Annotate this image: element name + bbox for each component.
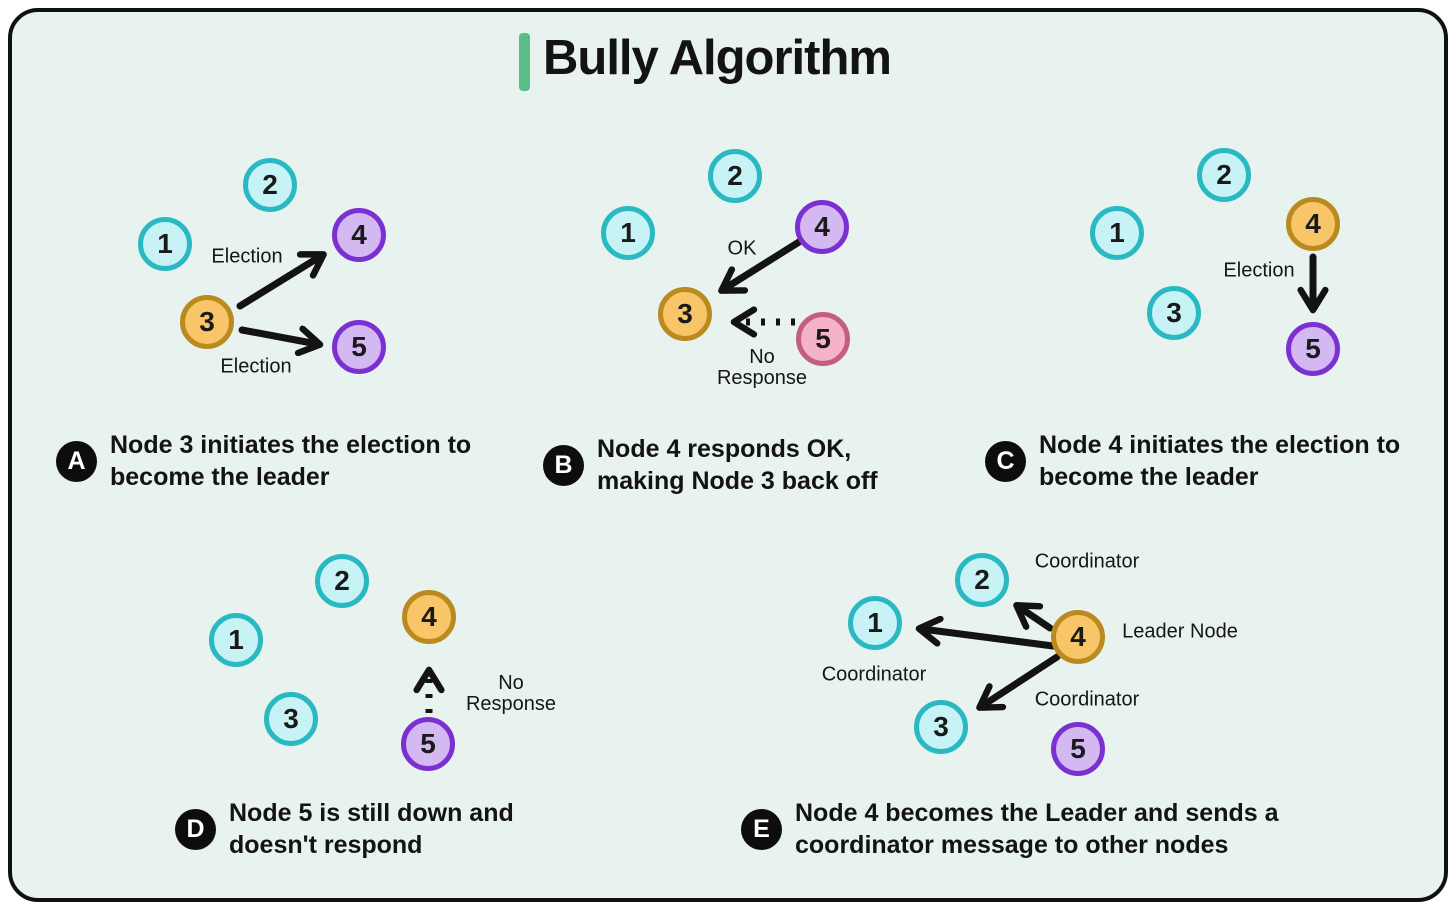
node-2: 2: [1197, 148, 1251, 202]
node-4: 4: [402, 590, 456, 644]
leader-node-label: Leader Node: [1122, 620, 1238, 643]
node-1: 1: [1090, 206, 1144, 260]
no-response-label: No Response: [716, 346, 808, 389]
election-label: Election: [220, 355, 292, 378]
coordinator-label: Coordinator: [821, 663, 927, 686]
node-5: 5: [1051, 722, 1105, 776]
coordinator-label: Coordinator: [1034, 550, 1140, 573]
node-3: 3: [914, 700, 968, 754]
caption-c: C Node 4 initiates the election to becom…: [985, 429, 1419, 493]
step-badge-d: D: [175, 808, 216, 850]
node-1: 1: [138, 217, 192, 271]
page-title: Bully Algorithm: [543, 31, 892, 85]
node-3: 3: [658, 287, 712, 341]
election-label: Election: [211, 245, 283, 268]
step-badge-b: B: [543, 444, 584, 486]
title-accent-bar: [519, 33, 530, 91]
node-2: 2: [243, 158, 297, 212]
caption-d: D Node 5 is still down and doesn't respo…: [175, 797, 539, 861]
node-2: 2: [955, 553, 1009, 607]
caption-text-e: Node 4 becomes the Leader and sends a co…: [795, 799, 1279, 859]
step-badge-a: A: [56, 440, 97, 482]
node-2: 2: [708, 149, 762, 203]
node-4: 4: [1286, 197, 1340, 251]
election-label: Election: [1223, 259, 1295, 282]
node-4: 4: [332, 208, 386, 262]
caption-b: B Node 4 responds OK, making Node 3 back…: [543, 433, 897, 497]
node-3: 3: [180, 295, 234, 349]
node-5: 5: [796, 312, 850, 366]
step-badge-e: E: [741, 808, 782, 850]
node-3: 3: [1147, 286, 1201, 340]
node-1: 1: [601, 206, 655, 260]
caption-text-a: Node 3 initiates the election to become …: [110, 431, 472, 491]
node-1: 1: [209, 613, 263, 667]
node-4: 4: [795, 200, 849, 254]
coordinator-label: Coordinator: [1034, 688, 1140, 711]
node-5: 5: [1286, 322, 1340, 376]
node-5: 5: [332, 320, 386, 374]
node-3: 3: [264, 692, 318, 746]
node-2: 2: [315, 554, 369, 608]
node-4: 4: [1051, 610, 1105, 664]
ok-label: OK: [727, 237, 757, 260]
node-5: 5: [401, 717, 455, 771]
step-badge-c: C: [985, 440, 1026, 482]
caption-text-b: Node 4 responds OK, making Node 3 back o…: [597, 435, 878, 495]
caption-text-d: Node 5 is still down and doesn't respond: [229, 799, 514, 859]
caption-a: A Node 3 initiates the election to becom…: [56, 429, 490, 493]
caption-e: E Node 4 becomes the Leader and sends a …: [741, 797, 1295, 861]
caption-text-c: Node 4 initiates the election to become …: [1039, 431, 1401, 491]
no-response-label: No Response: [465, 672, 557, 715]
node-1: 1: [848, 596, 902, 650]
